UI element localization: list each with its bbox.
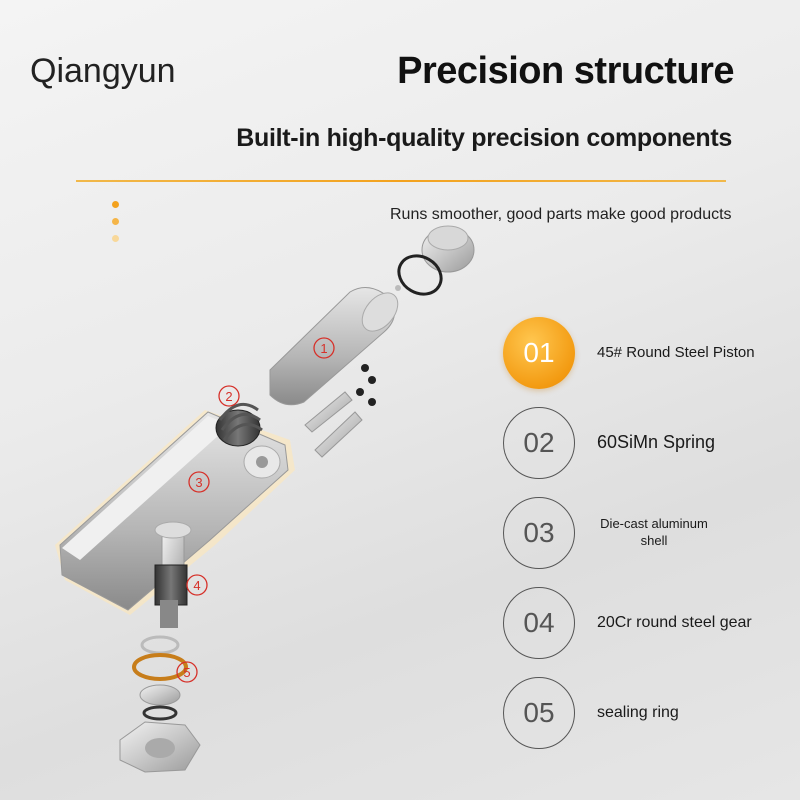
gear-part <box>154 521 192 628</box>
o-ring <box>397 254 443 296</box>
marker-2 <box>218 385 240 407</box>
feature-item-2: 02 60SiMn Spring <box>503 407 793 479</box>
marker-2-label: 2 <box>225 389 232 404</box>
feature-item-5: 05 sealing ring <box>503 677 793 749</box>
pins <box>304 364 376 458</box>
small-ball <box>395 285 401 291</box>
spring-part <box>215 402 263 447</box>
marker-5 <box>176 661 198 683</box>
marker-1-label: 1 <box>320 341 327 356</box>
feature-number-badge: 01 <box>503 317 575 389</box>
end-cap <box>421 225 475 273</box>
dot-icon <box>112 218 119 225</box>
dot-icon <box>112 201 119 208</box>
piston-part <box>269 287 399 406</box>
tagline: Runs smoother, good parts make good prod… <box>390 206 732 223</box>
feature-number-badge: 05 <box>503 677 575 749</box>
page-title: Precision structure <box>397 50 734 92</box>
marker-3-label: 3 <box>195 475 202 490</box>
feature-label: Die-cast aluminum shell <box>600 516 708 548</box>
feature-number-badge: 04 <box>503 587 575 659</box>
feature-label: 45# Round Steel Piston <box>597 344 755 362</box>
marker-5-label: 5 <box>183 665 190 680</box>
marker-1 <box>313 337 335 359</box>
decorative-dots <box>112 201 119 252</box>
feature-item-4: 04 20Cr round steel gear <box>503 587 793 659</box>
feature-number-badge: 02 <box>503 407 575 479</box>
feature-label: sealing ring <box>597 703 679 721</box>
feature-item-3: 03 Die-cast aluminum shell <box>503 497 793 569</box>
feature-label: 60SiMn Spring <box>597 432 716 453</box>
feature-label: 20Cr round steel gear <box>597 613 752 631</box>
feature-item-1: 01 45# Round Steel Piston <box>503 317 793 389</box>
marker-3 <box>188 471 210 493</box>
marker-4-label: 4 <box>193 578 200 593</box>
marker-4 <box>186 574 208 596</box>
page-subtitle: Built-in high-quality precision componen… <box>236 124 732 152</box>
feature-number-badge: 03 <box>503 497 575 569</box>
divider-line <box>76 180 726 182</box>
sealing-rings <box>119 635 201 773</box>
dot-icon <box>112 235 119 242</box>
brand-name: Qiangyun <box>30 52 176 90</box>
